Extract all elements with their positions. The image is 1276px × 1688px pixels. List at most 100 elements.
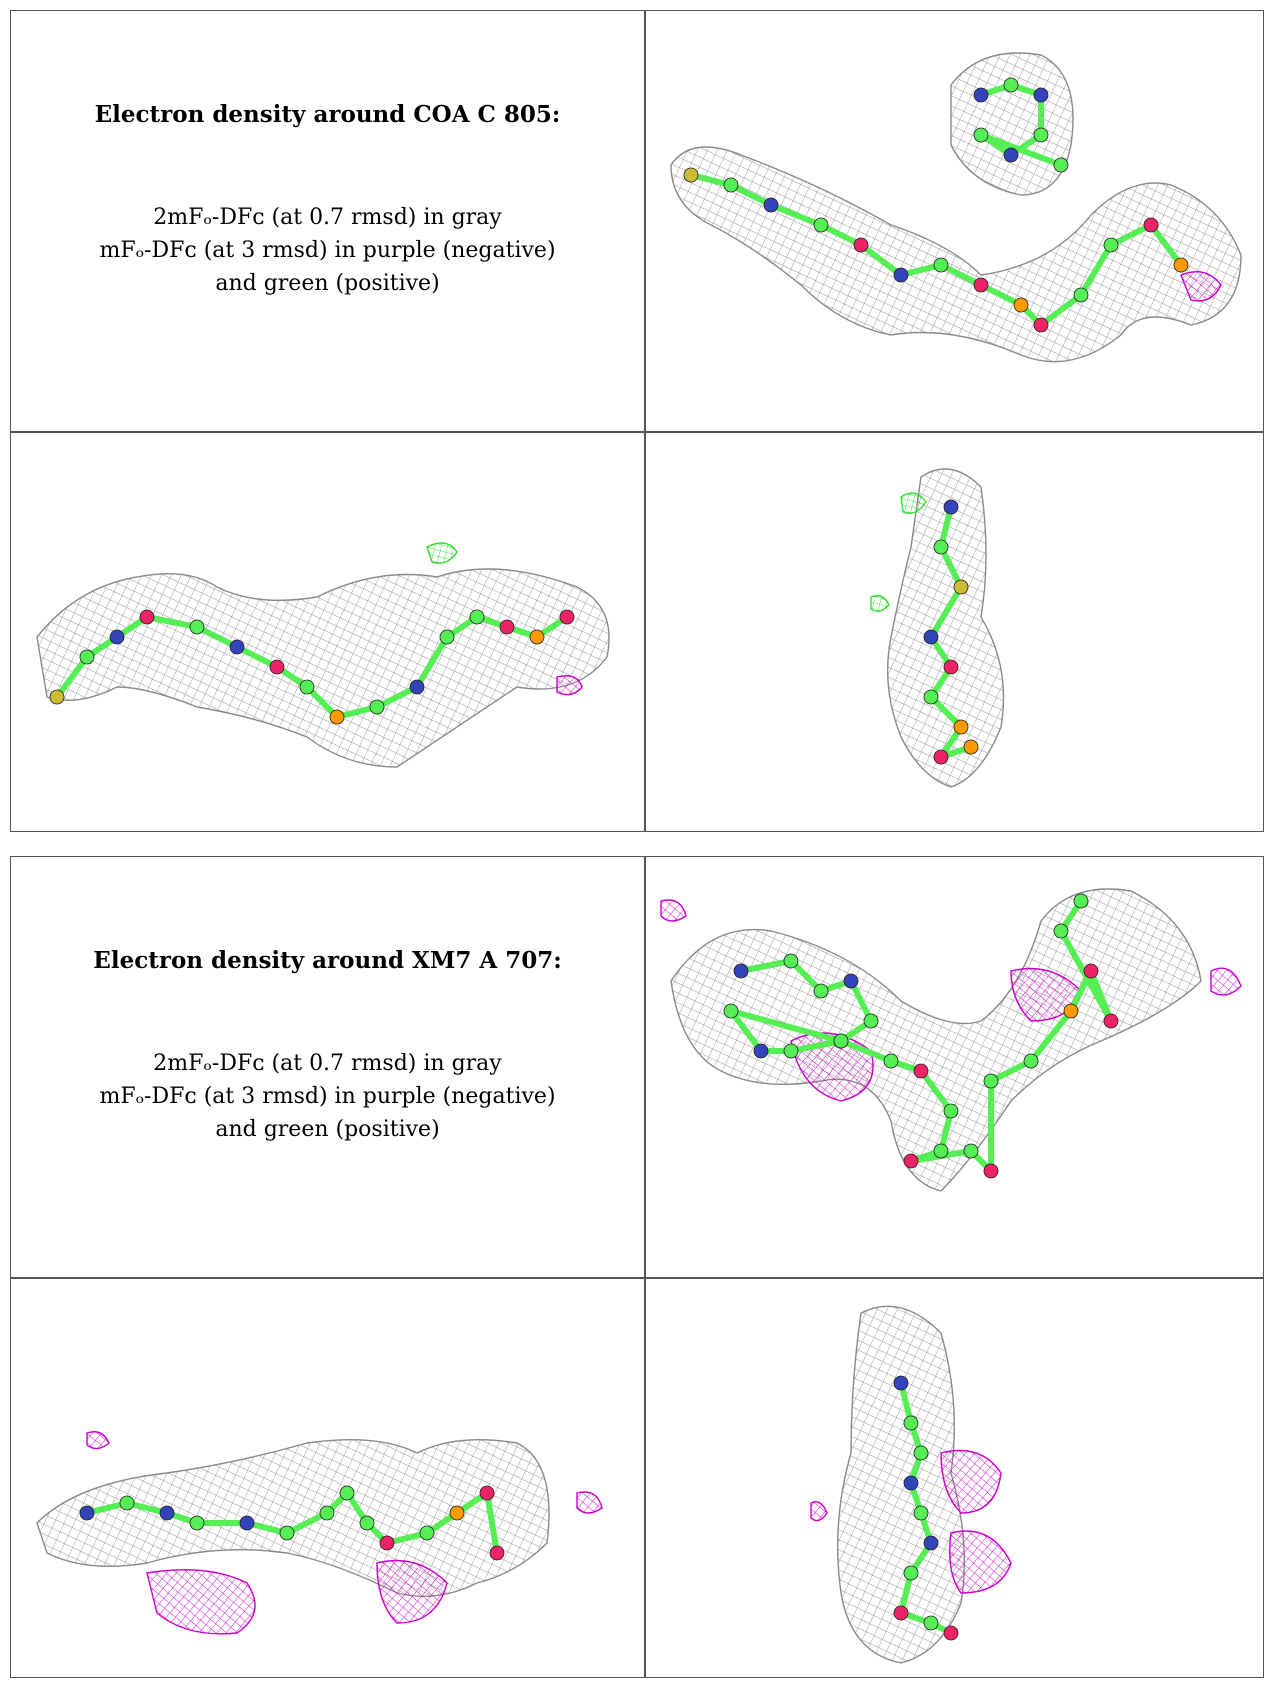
xm7-mesh-view-2 <box>36 1431 603 1635</box>
coa-mesh-view-1 <box>670 52 1242 363</box>
atom <box>449 1505 465 1521</box>
atom <box>943 659 959 675</box>
coa-density-view-1 <box>651 15 1259 427</box>
atom <box>369 699 385 715</box>
atom <box>903 1153 919 1169</box>
atom <box>913 1445 929 1461</box>
xm7-legend: 2mFₒ-DFᴄ (at 0.7 rmsd) in gray mFₒ-DFᴄ (… <box>11 1047 644 1146</box>
bond <box>284 1510 330 1536</box>
atom <box>963 739 979 755</box>
positive-density-mesh <box>426 542 458 564</box>
atom <box>299 679 315 695</box>
density-mesh <box>36 1438 550 1597</box>
atom <box>479 1485 495 1501</box>
coa-mesh-view-2 <box>36 542 610 768</box>
atom <box>239 1515 255 1531</box>
bond <box>768 202 824 228</box>
atom <box>1143 217 1159 233</box>
bond <box>738 958 794 974</box>
density-mesh <box>950 52 1074 196</box>
atom <box>813 217 829 233</box>
atom <box>279 1525 295 1541</box>
atom <box>923 629 939 645</box>
atom <box>893 1375 909 1391</box>
atom <box>903 1415 919 1431</box>
atom <box>813 983 829 999</box>
atom <box>359 1515 375 1531</box>
bond <box>234 644 280 670</box>
xm7-caption: Electron density around XM7 A 707: 2mFₒ-… <box>11 857 644 1277</box>
negative-density-mesh <box>556 675 583 696</box>
atom <box>933 1143 949 1159</box>
coa-mesh-view-3 <box>870 468 1005 788</box>
atom <box>1003 147 1019 163</box>
bond <box>858 242 904 278</box>
xm7-density-view-3 <box>651 1283 1259 1675</box>
legend-line-purple: mFₒ-DFᴄ (at 3 rmsd) in purple (negative) <box>99 1084 556 1109</box>
atom <box>963 1143 979 1159</box>
atom <box>753 1043 769 1059</box>
bond <box>1028 1008 1074 1064</box>
coa-density-table: Electron density around COA C 805: 2mFₒ-… <box>10 10 1264 832</box>
positive-density-mesh <box>870 594 890 612</box>
atom <box>723 1003 739 1019</box>
atom <box>189 1515 205 1531</box>
atom <box>189 619 205 635</box>
bond <box>1078 242 1114 298</box>
atom <box>1053 157 1069 173</box>
atom <box>893 267 909 283</box>
atom <box>1033 87 1049 103</box>
bond <box>1148 222 1184 268</box>
atom <box>1063 1003 1079 1019</box>
atom <box>1103 237 1119 253</box>
atom <box>913 1505 929 1521</box>
atom <box>269 659 285 675</box>
atom <box>943 1625 959 1641</box>
bond <box>728 182 774 208</box>
density-mesh <box>886 468 1005 788</box>
atom <box>883 1053 899 1069</box>
atom <box>933 257 949 273</box>
coa-caption: Electron density around COA C 805: 2mFₒ-… <box>11 11 644 431</box>
atom <box>913 1063 929 1079</box>
atom <box>49 689 65 705</box>
bond <box>728 1008 844 1044</box>
bond <box>938 544 964 590</box>
atom <box>1103 1013 1119 1029</box>
atom <box>79 1505 95 1521</box>
atom <box>1073 893 1089 909</box>
atom <box>973 277 989 293</box>
atom <box>943 499 959 515</box>
bond <box>918 1068 954 1114</box>
negative-density-mesh <box>660 899 687 922</box>
atom <box>903 1565 919 1581</box>
xm7-mesh-view-3 <box>810 1305 1012 1664</box>
atom <box>379 1535 395 1551</box>
bond <box>928 584 964 640</box>
negative-density-mesh <box>376 1559 448 1624</box>
atom <box>529 629 545 645</box>
bond <box>838 1038 894 1064</box>
atom <box>783 953 799 969</box>
bond <box>818 222 864 248</box>
atom <box>409 679 425 695</box>
legend-line-purple: mFₒ-DFᴄ (at 3 rmsd) in purple (negative) <box>99 238 556 263</box>
bond <box>978 132 1064 168</box>
negative-density-mesh <box>576 1491 603 1514</box>
bond <box>194 624 240 650</box>
bond <box>374 684 420 710</box>
atom <box>983 1163 999 1179</box>
negative-density-mesh <box>1180 271 1222 302</box>
column-divider <box>644 11 646 831</box>
atom <box>733 963 749 979</box>
atom <box>559 609 575 625</box>
bond <box>988 1058 1034 1084</box>
density-mesh <box>670 146 1242 363</box>
atom <box>1033 127 1049 143</box>
atom <box>339 1485 355 1501</box>
xm7-density-view-2 <box>17 1283 639 1675</box>
atom <box>139 609 155 625</box>
density-mesh <box>36 568 610 768</box>
bond <box>484 1490 500 1556</box>
negative-density-mesh <box>146 1568 256 1635</box>
